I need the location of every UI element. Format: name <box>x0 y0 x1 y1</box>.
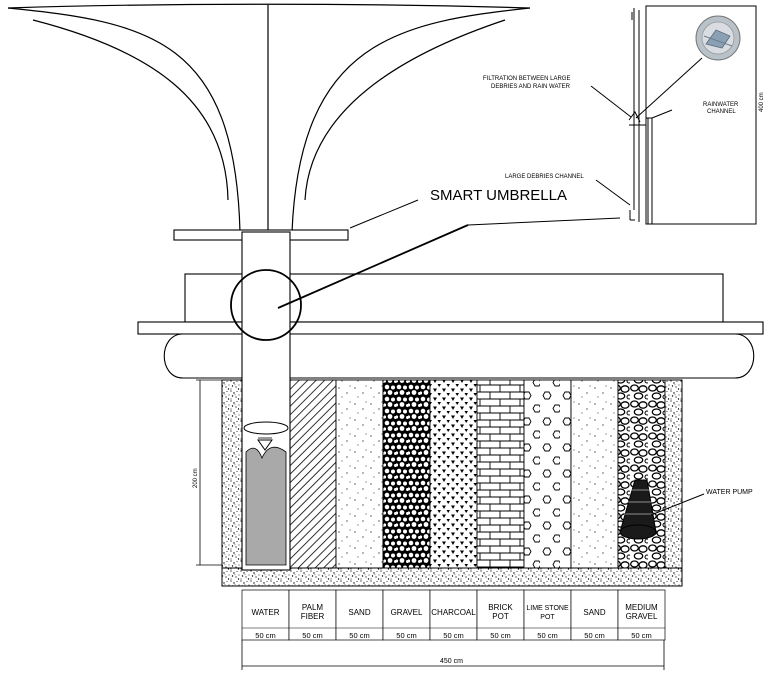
layer-column-sand-2 <box>335 379 384 569</box>
table-cell-2 <box>335 589 384 641</box>
layer-width-5: 50 cm <box>490 631 510 640</box>
layer-width-8: 50 cm <box>631 631 651 640</box>
table-cell-6 <box>523 589 572 641</box>
rainwater-channel-line2: CHANNEL <box>707 109 736 115</box>
smart-umbrella-title: SMART UMBRELLA <box>430 187 567 204</box>
layer-width-2: 50 cm <box>349 631 369 640</box>
tank-height-label: 200 cm <box>193 468 199 488</box>
filtration-label-line1: FILTRATION BETWEEN LARGE <box>483 76 570 82</box>
layer-column-medium-gravel-8 <box>617 379 666 569</box>
rainwater-photo-badge <box>695 15 741 61</box>
table-cell-3 <box>382 589 431 641</box>
water-column <box>243 421 289 566</box>
layer-name-8: MEDIUM <box>625 603 658 612</box>
table-cell-1 <box>288 589 337 641</box>
layer-column-palm-fiber-1 <box>288 379 337 569</box>
layer-name-line2-1: FIBER <box>301 612 325 621</box>
layer-column-charcoal-4 <box>429 379 478 569</box>
layer-name-5: BRICK <box>488 603 513 612</box>
layer-name-line2-5: POT <box>492 612 509 621</box>
layer-width-3: 50 cm <box>396 631 416 640</box>
table-cell-0 <box>241 589 290 641</box>
large-debris-channel-label: LARGE DEBRIES CHANNEL <box>505 174 584 180</box>
layer-name-line2-8: GRAVEL <box>626 612 658 621</box>
table-cell-7 <box>570 589 619 641</box>
inset-height-label: 400 cm <box>759 92 765 112</box>
table-cell-8 <box>617 589 666 641</box>
layer-column-lime-stone-pot-6 <box>523 379 572 569</box>
total-width-label: 450 cm <box>440 658 463 665</box>
total-width-dimension <box>241 640 665 670</box>
filtration-label-line2: DEBRIES AND RAIN WATER <box>491 84 571 90</box>
rainwater-channel-line1: RAINWATER <box>703 102 739 108</box>
layer-column-sand-7 <box>570 379 619 569</box>
layer-name-6: LIME STONE <box>526 605 569 612</box>
tank-base <box>221 567 683 587</box>
layer-name-4: CHARCOAL <box>431 608 476 617</box>
layer-name-1: PALM <box>302 603 324 612</box>
tank-height-dimension <box>196 379 222 566</box>
layer-width-0: 50 cm <box>255 631 275 640</box>
layer-name-2: SAND <box>348 608 370 617</box>
layer-name-line2-6: POT <box>540 614 555 621</box>
platform <box>137 272 764 380</box>
water-pump-label: WATER PUMP <box>706 489 753 496</box>
inset-detail <box>590 5 757 225</box>
layer-width-7: 50 cm <box>584 631 604 640</box>
layer-column-brick-pot-5 <box>476 379 525 569</box>
layer-width-1: 50 cm <box>302 631 322 640</box>
detail-callout <box>230 199 621 341</box>
table-cell-4 <box>429 589 478 641</box>
layer-width-4: 50 cm <box>443 631 463 640</box>
layer-name-3: GRAVEL <box>391 608 423 617</box>
layer-name-0: WATER <box>252 608 280 617</box>
water-pump <box>619 479 705 540</box>
layer-name-7: SAND <box>583 608 605 617</box>
layer-width-6: 50 cm <box>537 631 557 640</box>
umbrella-canopy <box>7 3 531 233</box>
layer-column-gravel-3 <box>382 379 431 569</box>
filter-layers <box>221 379 683 587</box>
